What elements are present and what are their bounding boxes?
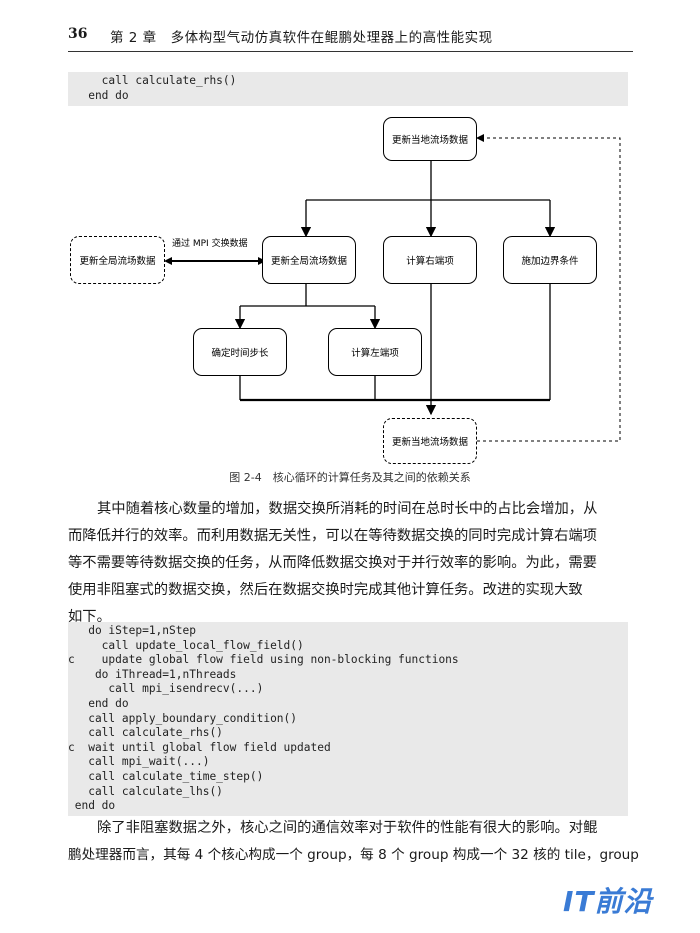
code-line: call calculate_rhs(): [68, 74, 237, 87]
node-apply-boundary: 施加边界条件: [503, 236, 597, 284]
node-update-global-dashed: 更新全局流场数据: [70, 236, 165, 284]
node-calc-lhs: 计算左端项: [328, 328, 422, 376]
node-time-step: 确定时间步长: [193, 328, 287, 376]
page-number: 36: [68, 26, 88, 42]
code-block-top: call calculate_rhs() end do: [68, 72, 628, 106]
mpi-exchange-label: 通过 MPI 交换数据: [172, 239, 248, 249]
paragraph-1: 其中随着核心数量的增加，数据交换所消耗的时间在总时长中的占比会增加，从 而降低并…: [68, 496, 628, 631]
paragraph-2: 除了非阻塞数据之外，核心之间的通信效率对于软件的性能有很大的影响。对鲲 鹏处理器…: [68, 815, 639, 869]
node-update-local-bottom: 更新当地流场数据: [383, 418, 477, 464]
header-rule: [68, 51, 633, 52]
paragraph-line: 鹏处理器而言，其每 4 个核心构成一个 group，每 8 个 group 构成…: [68, 847, 639, 863]
watermark-logo: IT前沿: [563, 880, 663, 918]
node-calc-rhs: 计算右端项: [383, 236, 477, 284]
node-update-local-top: 更新当地流场数据: [383, 117, 477, 161]
page-header: 36 第 2 章 多体构型气动仿真软件在鲲鹏处理器上的高性能实现: [68, 26, 638, 52]
figure-connectors: [164, 134, 621, 442]
node-update-global: 更新全局流场数据: [262, 236, 356, 284]
paragraph-line: 使用非阻塞式的数据交换，然后在数据交换时完成其他计算任务。改进的实现大致: [68, 582, 583, 598]
code-line: call mpi_wait(...): [68, 755, 210, 769]
code-line: do iStep=1,nStep: [68, 624, 196, 637]
paragraph-line: 其中随着核心数量的增加，数据交换所消耗的时间在总时长中的占比会增加，从: [97, 501, 598, 517]
code-line: call update_local_flow_field(): [68, 638, 304, 652]
code-line: end do: [68, 799, 116, 813]
chapter-title: 第 2 章 多体构型气动仿真软件在鲲鹏处理器上的高性能实现: [110, 30, 493, 46]
code-line: end do: [68, 696, 129, 710]
paragraph-line: 除了非阻塞数据之外，核心之间的通信效率对于软件的性能有很大的影响。对鲲: [97, 820, 598, 836]
code-line: call apply_boundary_condition(): [68, 711, 298, 725]
paragraph-line: 等不需要等待数据交换的任务，从而降低数据交换对于并行效率的影响。为此，需要: [68, 555, 597, 571]
code-line: c update global flow field using non-blo…: [68, 653, 459, 667]
code-line: end do: [68, 88, 129, 102]
dependency-figure: 更新当地流场数据 更新全局流场数据 通过 MPI 交换数据 更新全局流场数据 计…: [60, 108, 640, 478]
watermark-text: IT前沿: [563, 885, 653, 918]
code-line: call mpi_isendrecv(...): [68, 682, 264, 696]
code-line: do iThread=1,nThreads: [68, 667, 237, 681]
code-block-main: do iStep=1,nStep call update_local_flow_…: [68, 622, 628, 816]
code-line: call calculate_time_step(): [68, 769, 264, 783]
code-line: c wait until global flow field updated: [68, 740, 331, 754]
figure-caption: 图 2-4 核心循环的计算任务及其之间的依赖关系: [229, 471, 471, 484]
code-line: call calculate_rhs(): [68, 726, 223, 740]
paragraph-line: 如下。: [68, 609, 111, 625]
code-line: call calculate_lhs(): [68, 784, 223, 798]
paragraph-line: 而降低并行的效率。而利用数据无关性，可以在等待数据交换的同时完成计算右端项: [68, 528, 597, 544]
